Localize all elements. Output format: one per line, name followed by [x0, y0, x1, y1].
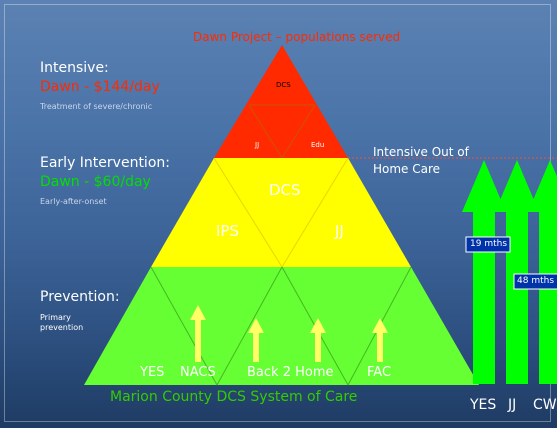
prevention-arrow-2	[248, 318, 264, 362]
intensive-out-of-home-label-line2: Home Care	[373, 162, 441, 176]
pyramid-top-tier	[214, 45, 348, 158]
early-intervention-description: Early-after-onset	[40, 197, 107, 206]
middle-tier-lines	[213, 157, 349, 268]
arrow-label-yes: YES	[470, 397, 497, 413]
intensive-cost: Dawn - $144/day	[40, 79, 160, 95]
top-tier-dcs-label: DCS	[276, 81, 291, 89]
arrow-label-jj: JJ	[508, 397, 517, 413]
pyramid-middle-tier	[151, 158, 411, 267]
prevention-description-line1: Primary	[40, 313, 71, 322]
arrow-label-cw: CW	[533, 397, 557, 413]
middle-tier-jj-label: JJ	[335, 222, 344, 240]
top-tier-jj-label: JJ	[255, 141, 260, 149]
top-tier-edu-label: Edu	[311, 141, 325, 149]
prevention-arrow-3	[310, 318, 326, 362]
outcome-arrows	[462, 160, 557, 384]
yes-arrow	[462, 160, 506, 384]
middle-tier-dcs-label: DCS	[269, 181, 301, 199]
slide-title: Dawn Project – populations served	[193, 30, 401, 44]
pyramid-caption: Marion County DCS System of Care	[110, 389, 358, 405]
prevention-arrow-4	[372, 318, 388, 362]
prevention-description-line2: prevention	[40, 323, 84, 332]
intensive-heading: Intensive:	[40, 60, 109, 76]
badge-48-mths: 48 mths	[517, 276, 555, 286]
early-intervention-heading: Early Intervention:	[40, 155, 170, 171]
bottom-tier-fac-label: FAC	[367, 365, 392, 380]
bottom-tier-yes-label: YES	[140, 365, 165, 380]
prevention-heading: Prevention:	[40, 289, 120, 305]
cw-arrow	[528, 160, 557, 384]
prevention-arrow-1	[190, 305, 206, 362]
bottom-tier-nacs-label: NACS	[180, 365, 216, 380]
badge-19-mths: 19 mths	[470, 239, 508, 249]
jj-arrow	[495, 160, 539, 384]
prevention-arrows	[190, 305, 388, 362]
badge-48-mths-box	[513, 273, 557, 290]
top-tier-lines	[248, 104, 316, 159]
bottom-tier-back2home-label: Back 2 Home	[247, 365, 334, 380]
intensive-description: Treatment of severe/chronic	[40, 102, 153, 111]
middle-tier-ips-label: IPS	[216, 222, 239, 240]
badge-19-mths-box	[465, 236, 511, 253]
early-intervention-cost: Dawn - $60/day	[40, 174, 151, 190]
intensive-out-of-home-label-line1: Intensive Out of	[373, 145, 469, 159]
